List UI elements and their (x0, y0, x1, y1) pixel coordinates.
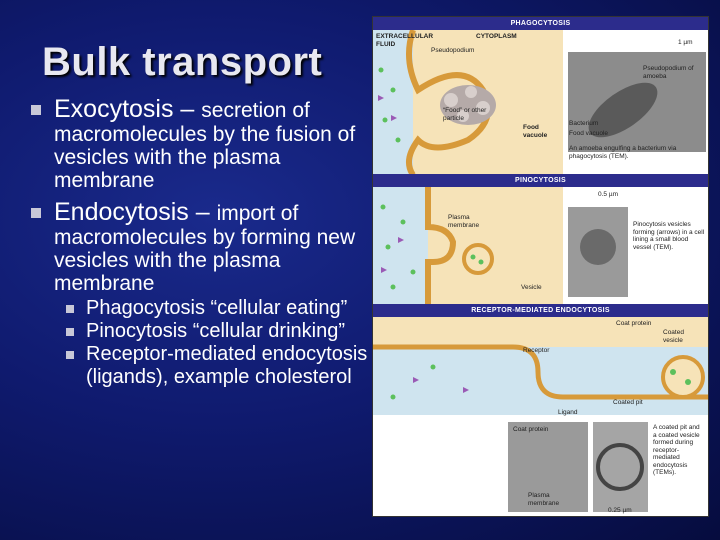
sub-bullet-pinocytosis: Pinocytosis “cellular drinking” (60, 320, 368, 343)
label-coated-vesicle: Coated vesicle (663, 329, 684, 344)
pinocytosis-section: PINOCYTOSIS Plasma membrane Vesicle 0.5 … (373, 174, 708, 304)
label-cytoplasm: CYTOPLASM (476, 33, 517, 40)
label-extracellular: EXTRACELLULAR FLUID (376, 33, 434, 48)
label-tem-pseudopodium: Pseudopodium of amoeba (643, 65, 694, 80)
receptor-diagram (373, 317, 708, 512)
bullet-endocytosis: Endocytosis – import of macromolecules b… (28, 198, 368, 389)
label-coat-protein: Coat protein (616, 320, 652, 327)
phagocytosis-header: PHAGOCYTOSIS (373, 17, 708, 30)
caption-pino: Pinocytosis vesicles forming (arrows) in… (633, 221, 705, 251)
sub-bullet-text: Receptor-mediated endocytosis (ligands),… (86, 343, 368, 388)
sub-bullet-phagocytosis: Phagocytosis “cellular eating” (60, 297, 368, 320)
label-vesicle: Vesicle (521, 284, 542, 291)
bullet-rest: secretion of (201, 99, 310, 122)
label-coated-pit: Coated pit (613, 399, 643, 406)
bullet-continuation: macromolecules by forming new vesicles w… (54, 226, 356, 295)
label-tem-food-vacuole: Food vacuole (569, 130, 609, 137)
bullet-lead: Exocytosis – (54, 95, 202, 123)
label-pseudopodium: Pseudopodium (431, 47, 475, 54)
sub-bullet-list: Phagocytosis “cellular eating” Pinocytos… (60, 297, 368, 389)
bullet-list: Exocytosis – secretion of macromolecules… (28, 95, 368, 393)
square-bullet-icon (66, 305, 74, 313)
label-food-vacuole: Food vacuole (523, 124, 548, 139)
endocytosis-figure: PHAGOCYTOSIS EXTRACELLULAR FLUID CYTOPLA… (372, 16, 709, 517)
square-bullet-icon (31, 105, 41, 115)
square-bullet-icon (66, 328, 74, 336)
label-tem-plasma-membrane: Plasma membrane (528, 492, 560, 507)
receptor-section: RECEPTOR-MEDIATED ENDOCYTOSIS Receptor C… (373, 304, 708, 516)
pinocytosis-diagram (373, 187, 628, 304)
bullet-lead: Endocytosis – (54, 198, 217, 226)
caption-receptor: A coated pit and a coated vesicle formed… (653, 424, 700, 476)
label-food: “Food” or other particle (443, 107, 487, 122)
phagocytosis-section: PHAGOCYTOSIS EXTRACELLULAR FLUID CYTOPLA… (373, 17, 708, 175)
caption-phago: An amoeba engulfing a bacterium via phag… (569, 145, 677, 160)
sub-bullet-text: Phagocytosis “cellular eating” (86, 297, 348, 319)
scale-bar-pino: 0.5 µm (598, 191, 619, 198)
sub-bullet-text: Pinocytosis “cellular drinking” (86, 320, 345, 342)
scale-bar-phago: 1 µm (678, 39, 693, 46)
label-ligand: Ligand (558, 409, 578, 416)
label-bacterium: Bacterium (569, 120, 599, 127)
sub-bullet-receptor: Receptor-mediated endocytosis (ligands),… (60, 343, 368, 389)
square-bullet-icon (31, 208, 41, 218)
receptor-header: RECEPTOR-MEDIATED ENDOCYTOSIS (373, 304, 708, 317)
scale-bar-receptor: 0.25 µm (608, 507, 632, 514)
label-tem-coat-protein: Coat protein (513, 426, 549, 433)
label-plasma-membrane: Plasma membrane (448, 214, 480, 229)
label-receptor: Receptor (523, 347, 550, 354)
bullet-continuation: macromolecules by the fusion of vesicles… (54, 123, 356, 192)
square-bullet-icon (66, 351, 74, 359)
bullet-rest: import of (216, 202, 299, 225)
slide-title: Bulk transport (42, 40, 323, 84)
phagocytosis-diagram (373, 30, 706, 175)
bullet-exocytosis: Exocytosis – secretion of macromolecules… (28, 95, 368, 192)
pinocytosis-header: PINOCYTOSIS (373, 174, 708, 187)
